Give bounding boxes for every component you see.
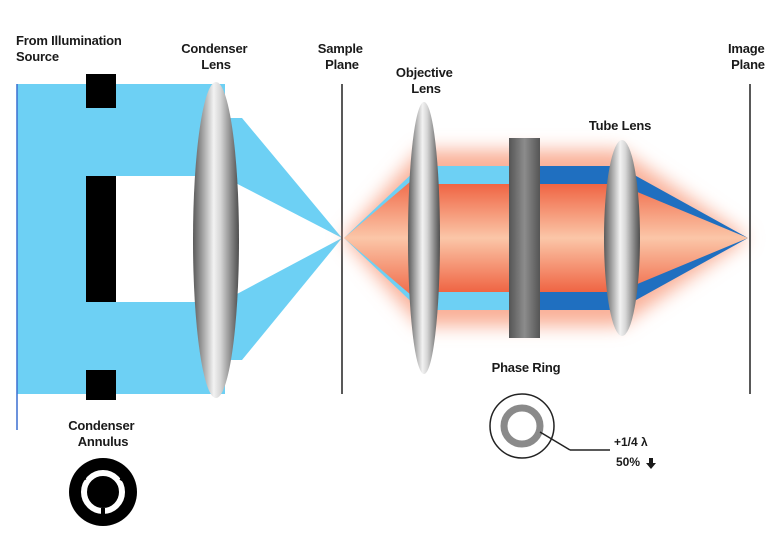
label-condenser-lens: Condenser Lens [181, 41, 251, 72]
label-tube-lens: Tube Lens [589, 118, 651, 133]
undiffracted-beam-lower-blue [524, 292, 620, 310]
label-phase-ring: Phase Ring [492, 360, 561, 375]
label-sample-plane-line2: Plane [325, 57, 359, 72]
phase-plate [509, 138, 540, 338]
label-objective-lens-line1: Objective [396, 65, 453, 80]
diffracted-cone-left [344, 170, 424, 306]
annulus-bar-top [86, 74, 116, 108]
label-condenser-lens-line1: Condenser [181, 41, 247, 56]
annulus-disc [69, 458, 137, 526]
label-sample-plane: Sample Plane [318, 41, 366, 72]
undiffracted-cone-to-image-upper [618, 166, 748, 238]
annulus-spoke-bottom [101, 508, 105, 517]
illumination-beam [16, 84, 342, 430]
label-image-plane-line1: Image [728, 41, 765, 56]
label-condenser-annulus-line1: Condenser [68, 418, 134, 433]
label-attenuation: 50% [616, 455, 640, 469]
annulus-spoke-left [76, 475, 87, 484]
undiffracted-beam-upper-cyan [424, 166, 524, 184]
down-arrow-icon [646, 458, 656, 469]
label-sample-plane-line1: Sample [318, 41, 363, 56]
undiffracted-cone-upper [344, 166, 420, 238]
label-objective-lens: Objective Lens [396, 65, 456, 96]
label-illumination-source: From Illumination Source [16, 33, 125, 64]
phase-ring-outline [489, 393, 555, 459]
label-objective-lens-line2: Lens [411, 81, 441, 96]
label-condenser-lens-line2: Lens [201, 57, 231, 72]
label-condenser-annulus-line2: Annulus [78, 434, 129, 449]
label-phase-shift: +1/4 λ [614, 435, 648, 449]
undiffracted-cone-to-image-lower [618, 238, 748, 310]
undiffracted-beam-upper-blue [524, 166, 620, 184]
phase-ring-pointer [539, 431, 571, 451]
annulus-bar-bottom [86, 370, 116, 400]
tube-lens [604, 140, 640, 336]
label-illumination-source-line2: Source [16, 49, 59, 64]
phase-ring-front-view [489, 393, 610, 459]
diffracted-cone-right [618, 172, 748, 304]
condenser-annulus-side [86, 74, 116, 400]
label-image-plane: Image Plane [728, 41, 768, 72]
annulus-spoke-right [119, 476, 130, 485]
label-condenser-annulus: Condenser Annulus [68, 418, 138, 449]
objective-lens [408, 102, 440, 374]
annulus-bar-middle [86, 176, 116, 302]
label-image-plane-line2: Plane [731, 57, 765, 72]
condenser-cone-lower [222, 238, 342, 360]
condenser-lens [193, 82, 239, 398]
undiffracted-beam-lower-cyan [424, 292, 524, 310]
undiffracted-cone-lower [344, 238, 420, 310]
condenser-annulus-front-view [69, 458, 137, 526]
label-illumination-source-line1: From Illumination [16, 33, 122, 48]
condenser-cone-upper [222, 118, 342, 238]
phase-ring-annulus [500, 404, 544, 448]
